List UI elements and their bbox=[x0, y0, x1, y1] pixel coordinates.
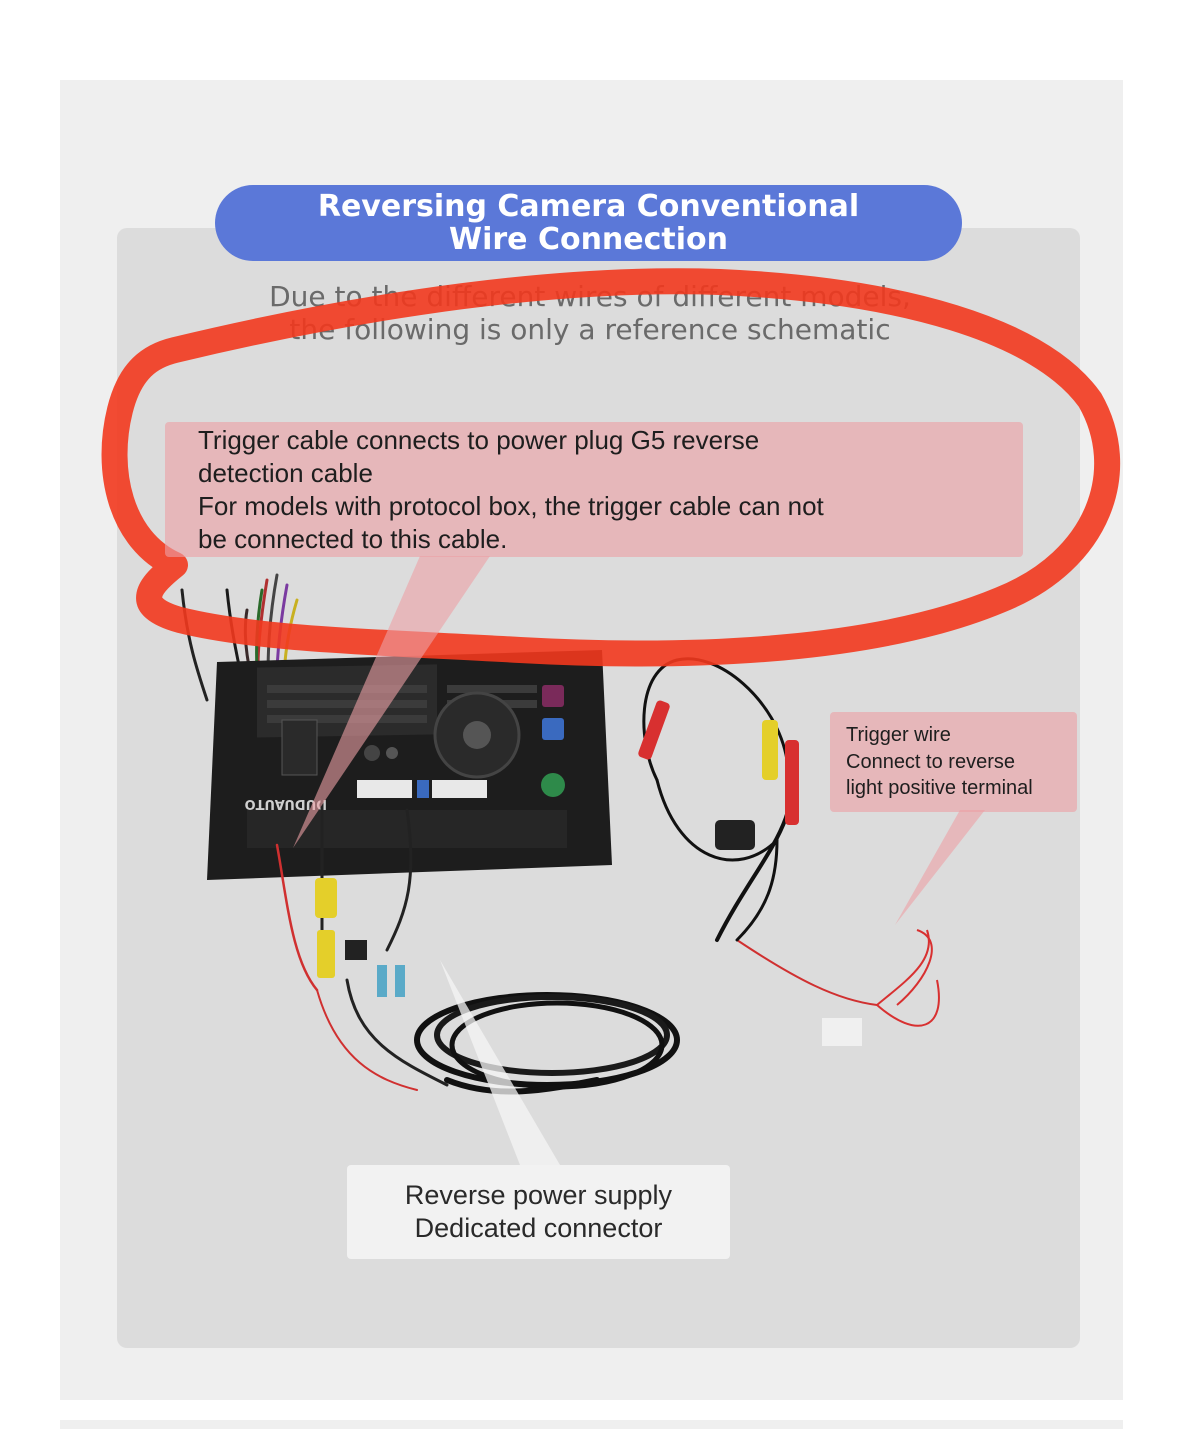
callout-top-line-4: be connected to this cable. bbox=[198, 524, 508, 554]
white-plug-icon bbox=[357, 780, 412, 798]
subtitle: Due to the different wires of different … bbox=[160, 280, 1020, 346]
round-connector-icon bbox=[541, 773, 565, 797]
callout-top-line-3: For models with protocol box, the trigge… bbox=[198, 491, 824, 521]
callout-trigger-cable: Trigger cable connects to power plug G5 … bbox=[165, 422, 1023, 557]
antenna-connector-icon bbox=[542, 685, 564, 707]
title-banner: Reversing Camera Conventional Wire Conne… bbox=[215, 185, 962, 261]
rca-connectors bbox=[315, 700, 799, 997]
bottom-strip bbox=[60, 1420, 1123, 1429]
callout-power-connector: Reverse power supply Dedicated connector bbox=[347, 1165, 730, 1259]
title-line-1: Reversing Camera Conventional bbox=[317, 189, 860, 224]
callout-right-line-3: light positive terminal bbox=[846, 777, 1033, 799]
callout-bottom-line-1: Reverse power supply bbox=[404, 1180, 673, 1210]
callout-right-line-2: Connect to reverse bbox=[846, 750, 1015, 773]
callout-top-line-1: Trigger cable connects to power plug G5 … bbox=[198, 425, 760, 455]
brand-label: DUDUAUTO bbox=[245, 796, 327, 811]
callout-bottom-line-2: Dedicated connector bbox=[414, 1213, 663, 1243]
subtitle-line-1: Due to the different wires of different … bbox=[269, 280, 911, 313]
callout-top-line-2: detection cable bbox=[198, 458, 373, 488]
callout-right-line-1: Trigger wire bbox=[846, 724, 951, 746]
camera-module-icon bbox=[715, 820, 755, 850]
title-line-2: Wire Connection bbox=[448, 222, 729, 257]
callout-trigger-wire: Trigger wire Connect to reverse light po… bbox=[830, 712, 1077, 812]
gps-connector-icon bbox=[542, 718, 564, 740]
